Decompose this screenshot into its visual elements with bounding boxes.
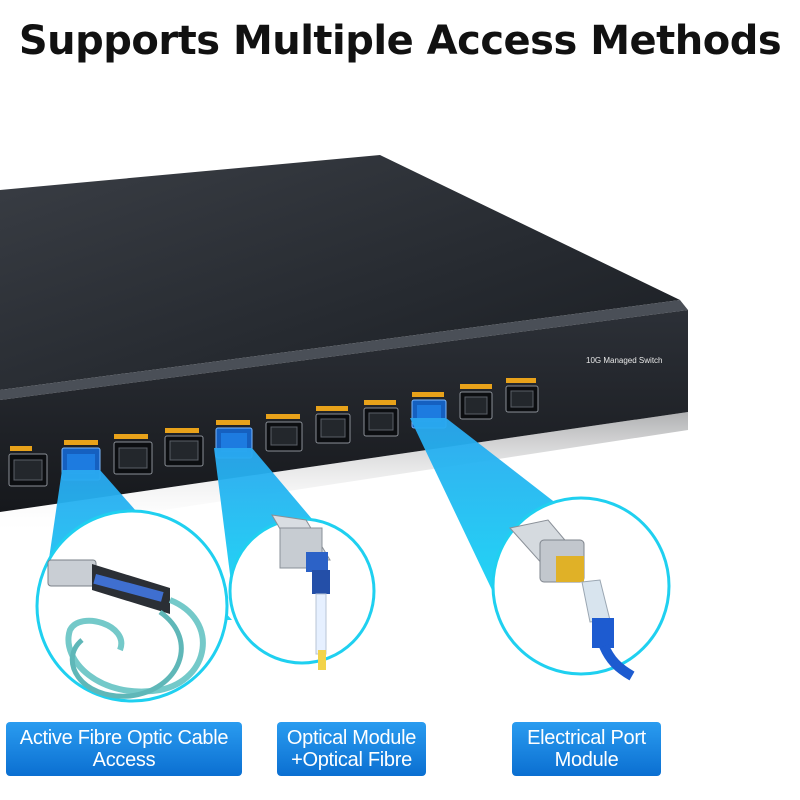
sfp-port	[265, 414, 303, 452]
caption-electrical-port: Electrical Port Module	[527, 727, 646, 771]
circle-active-fibre	[35, 509, 229, 703]
sfp-port	[315, 406, 351, 444]
caption-bg-1	[6, 722, 242, 776]
sfp-port	[459, 384, 493, 420]
sfp-port	[113, 434, 153, 475]
caption-bg-2	[277, 722, 426, 776]
rj45-module-icon	[509, 519, 635, 681]
sfp-port	[8, 446, 48, 487]
device-model-label: 10G Managed Switch	[586, 356, 663, 365]
caption-optical-module: Optical Module +Optical Fibre	[286, 727, 417, 771]
sfp-port	[363, 400, 399, 437]
sfp-module-icon	[271, 514, 331, 670]
aoc-cable-icon	[47, 559, 206, 699]
caption-bg-3	[512, 722, 661, 776]
circle-electrical-port	[491, 496, 671, 681]
sfp-port	[164, 428, 204, 467]
sfp-port	[505, 378, 539, 413]
caption-active-fibre: Active Fibre Optic Cable Access	[19, 727, 229, 771]
headline: Supports Multiple Access Methods	[18, 18, 782, 64]
sfp-ports	[8, 378, 539, 487]
circle-optical-module	[228, 514, 376, 670]
